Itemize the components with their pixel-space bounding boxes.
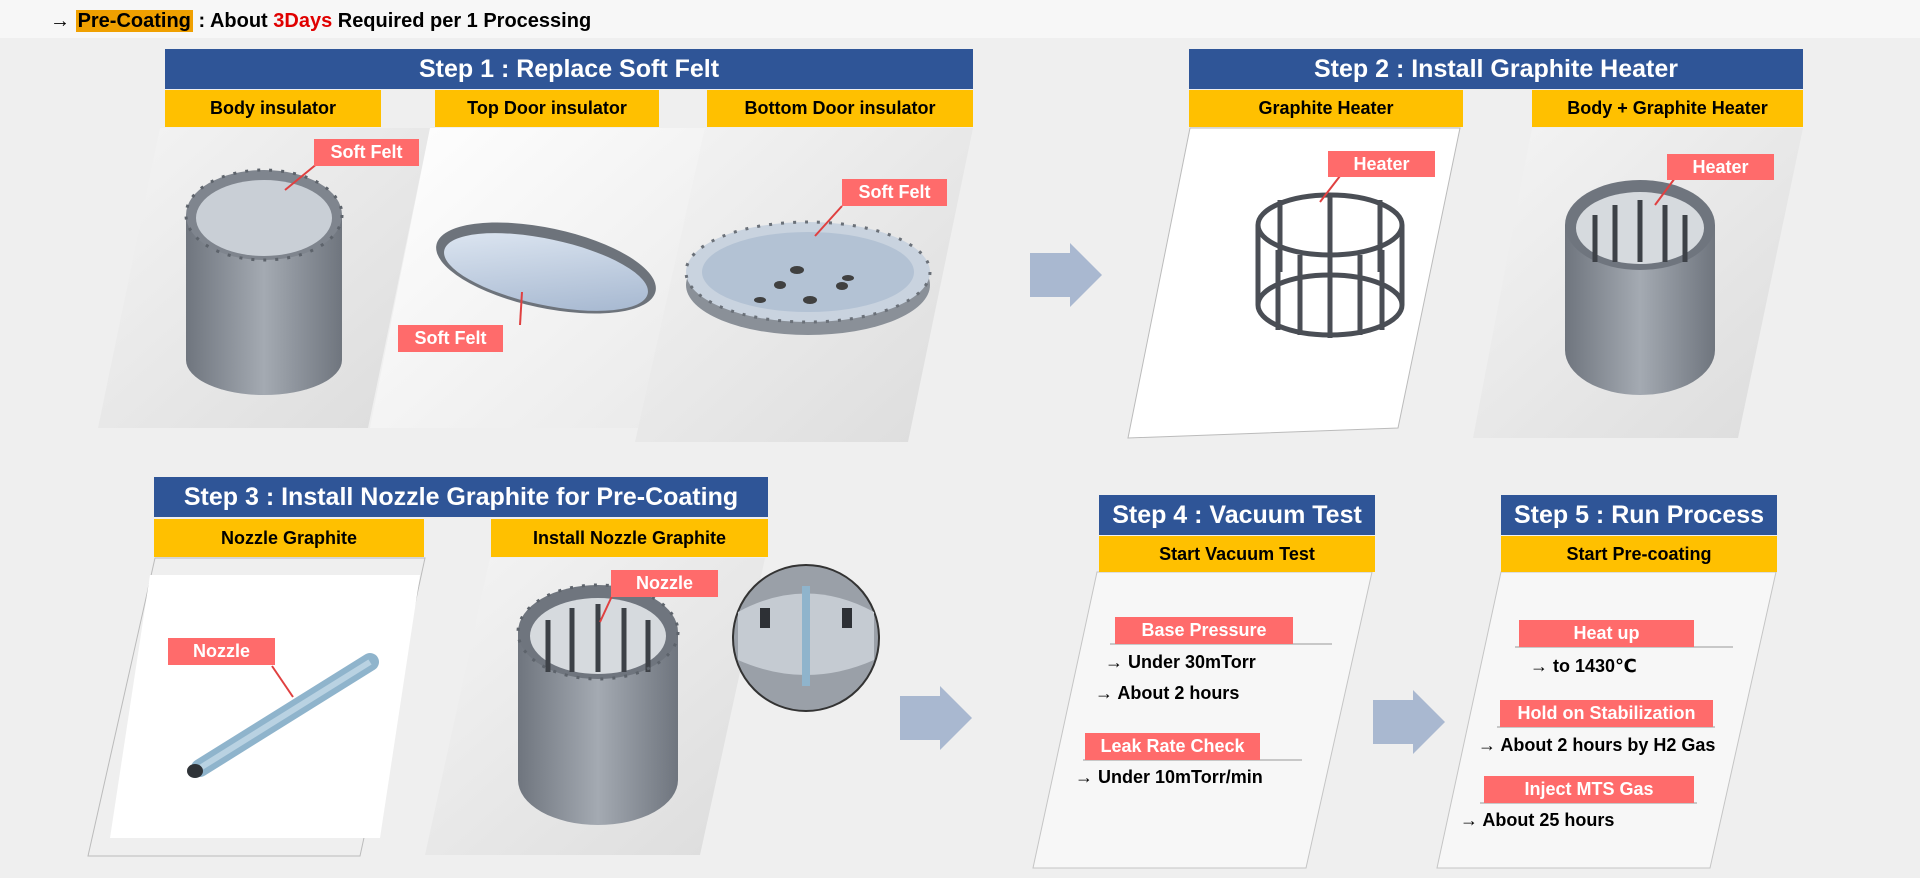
header-highlight: Pre-Coating: [75, 10, 193, 32]
install-nozzle-illustration: [516, 583, 680, 825]
graphite-heater-illustration: [1255, 192, 1405, 338]
step4-line-under-10: → Under 10mTorr/min: [1075, 767, 1263, 787]
step1-sub-top-door: Top Door insulator: [435, 90, 659, 127]
flow-arrow-3: [1373, 690, 1445, 754]
step2-tag-heater: Heater: [1328, 151, 1435, 177]
step5-line-1430: → to 1430℃: [1530, 656, 1637, 676]
step5-tag-hold: Hold on Stabilization: [1500, 700, 1713, 727]
top-door-illustration: [436, 222, 656, 314]
nozzle-zoom-circle: [732, 564, 880, 712]
header-line: → Pre-Coating : About 3Days Required per…: [50, 10, 591, 33]
bottom-door-illustration: [684, 220, 932, 335]
step3-tag-nozzle: Nozzle: [168, 638, 275, 665]
step4-line-2-hours: → About 2 hours: [1095, 683, 1240, 703]
body-heater-illustration: [1565, 180, 1715, 395]
step1-title: Step 1 : Replace Soft Felt: [165, 49, 973, 89]
tag-pointers: [271, 162, 1676, 698]
step5-line-25-hours: → About 25 hours: [1460, 810, 1615, 830]
step4-sub: Start Vacuum Test: [1099, 536, 1375, 572]
step3-tag-install: Nozzle: [611, 570, 718, 597]
step2-sub-body-heater: Body + Graphite Heater: [1532, 90, 1803, 127]
step5-tag-mts: Inject MTS Gas: [1484, 776, 1694, 803]
body-insulator-illustration: [184, 168, 344, 395]
flow-arrow-2: [900, 686, 972, 750]
step2-tag-body-heater: Heater: [1667, 154, 1774, 180]
step5-tag-heat-up: Heat up: [1519, 620, 1694, 647]
step1-tag-bottom-door: Soft Felt: [842, 179, 947, 206]
step1-tag-top-door: Soft Felt: [398, 325, 503, 352]
step3-sub-nozzle: Nozzle Graphite: [154, 519, 424, 557]
step5-line-h2: → About 2 hours by H2 Gas: [1478, 735, 1716, 755]
header-days: 3Days: [273, 10, 333, 32]
step1-sub-body: Body insulator: [165, 90, 381, 127]
step2-sub-heater: Graphite Heater: [1189, 90, 1463, 127]
step4-tag-leak-rate: Leak Rate Check: [1085, 733, 1260, 760]
step3-title: Step 3 : Install Nozzle Graphite for Pre…: [154, 477, 768, 517]
step1-tag-body: Soft Felt: [314, 139, 419, 166]
header-tail: Required per 1 Processing: [332, 10, 592, 32]
step5-sub: Start Pre-coating: [1501, 536, 1777, 572]
step4-line-under-30: → Under 30mTorr: [1105, 652, 1256, 672]
tag-underlines: [1083, 643, 1733, 804]
nozzle-illustration: [187, 653, 379, 778]
step2-title: Step 2 : Install Graphite Heater: [1189, 49, 1803, 89]
header-arrow: →: [50, 10, 70, 32]
step4-title: Step 4 : Vacuum Test: [1099, 495, 1375, 535]
step4-tag-base-pressure: Base Pressure: [1115, 617, 1293, 644]
step5-title: Step 5 : Run Process: [1501, 495, 1777, 535]
flow-arrow-1: [1030, 243, 1102, 307]
step1-sub-bottom-door: Bottom Door insulator: [707, 90, 973, 127]
step3-sub-install: Install Nozzle Graphite: [491, 519, 768, 557]
header-bar: [0, 0, 1920, 38]
header-mid: : About: [192, 10, 274, 32]
